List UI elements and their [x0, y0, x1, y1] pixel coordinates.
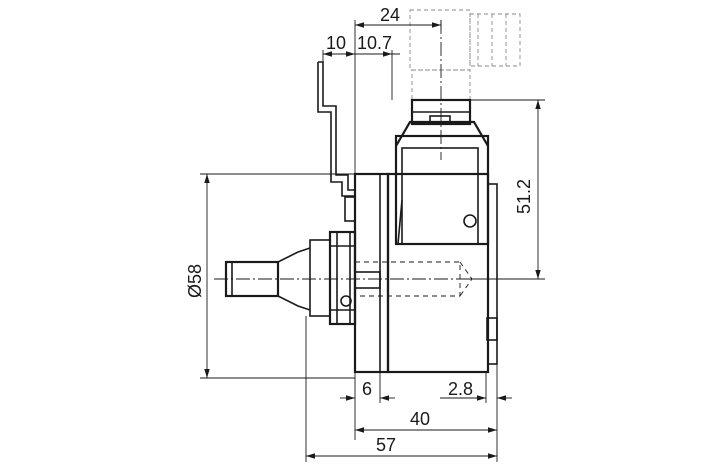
clamping-flange [309, 230, 357, 326]
mounting-bracket [317, 61, 356, 222]
dim-24: 24 [380, 5, 400, 25]
dim-57: 57 [376, 435, 396, 455]
center-lines [214, 20, 480, 280]
dimension-lines [204, 22, 541, 459]
dim-10-7: 10.7 [357, 33, 392, 53]
dim-2-8: 2.8 [448, 379, 473, 399]
extension-lines [200, 20, 545, 462]
dim-40: 40 [410, 409, 430, 429]
connector-phantom [409, 9, 521, 101]
dim-6: 6 [362, 379, 372, 399]
dim-51-2: 51.2 [514, 179, 534, 214]
dim-10: 10 [326, 33, 346, 53]
connector-housing [394, 98, 490, 246]
dim-diameter-58: Ø58 [185, 264, 205, 298]
encoder-housing [353, 172, 498, 374]
